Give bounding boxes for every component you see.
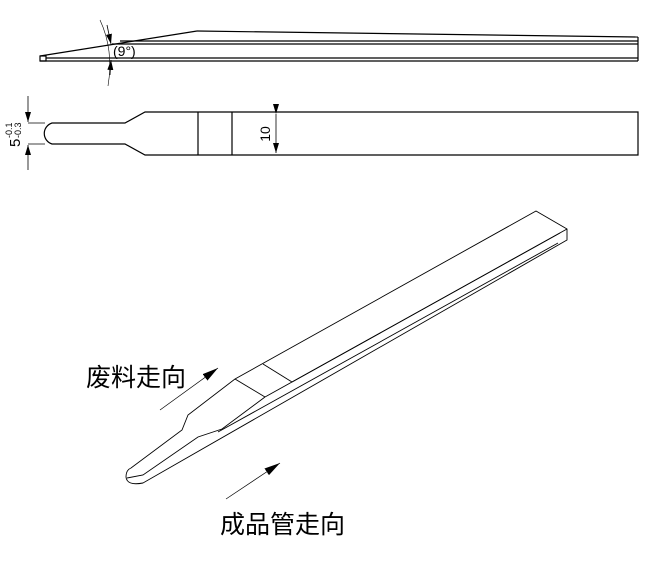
product-direction-arrow bbox=[225, 462, 281, 500]
isometric-view bbox=[125, 210, 568, 500]
angle-arc bbox=[99, 19, 111, 87]
waste-direction-label: 废料走向 bbox=[86, 363, 187, 392]
waste-direction-arrow bbox=[159, 367, 219, 411]
tip-tolerance-lower: -0.3 bbox=[13, 122, 23, 138]
product-direction-label: 成品管走向 bbox=[220, 510, 346, 539]
width-dimension-text: 10 bbox=[257, 126, 273, 142]
iso-section-line bbox=[262, 363, 293, 383]
tip-tolerance-upper: -0.1 bbox=[4, 122, 14, 138]
plan-view bbox=[25, 96, 639, 170]
angle-arrow bbox=[106, 24, 112, 45]
iso-edge bbox=[126, 396, 266, 479]
angle-dimension: (9°) bbox=[113, 43, 136, 59]
tip-dimension-text: 5 bbox=[7, 139, 24, 147]
iso-outline bbox=[125, 210, 568, 485]
side-view bbox=[39, 19, 639, 87]
top-edge bbox=[196, 30, 639, 38]
side-tip bbox=[39, 55, 47, 62]
plan-outline bbox=[43, 111, 639, 156]
tip-dimension: 5 -0.1 -0.3 bbox=[4, 122, 24, 147]
angle-arrow bbox=[107, 59, 114, 76]
iso-section-line bbox=[234, 378, 266, 398]
iso-edge bbox=[217, 242, 559, 433]
iso-edge bbox=[264, 232, 561, 398]
